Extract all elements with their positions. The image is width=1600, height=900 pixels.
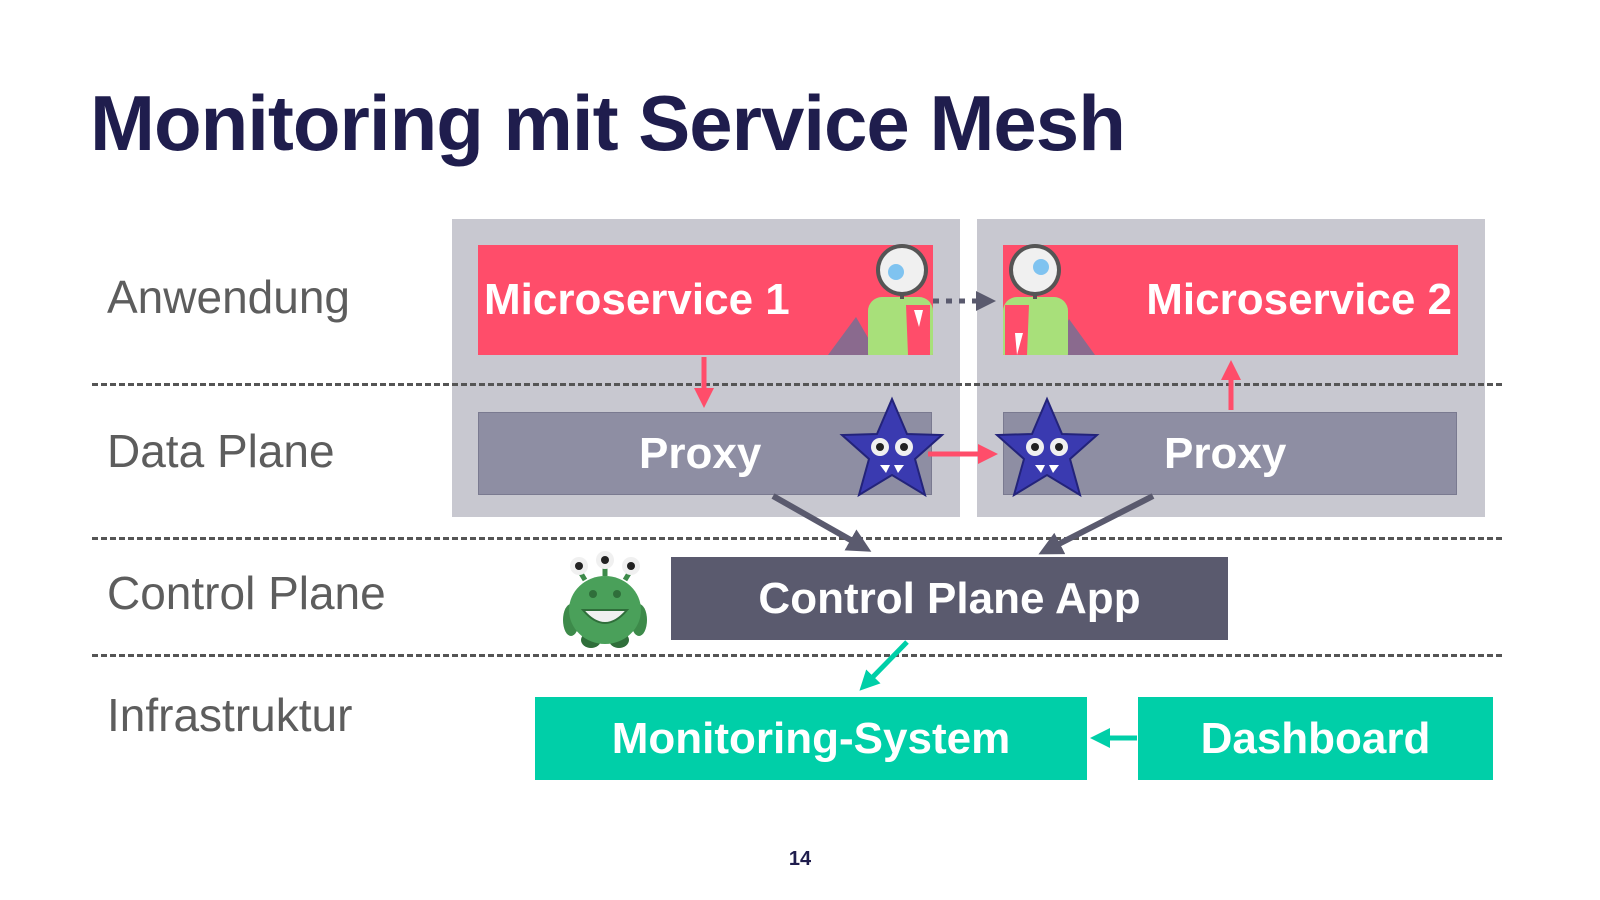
control-plane-app-label: Control Plane App: [758, 573, 1141, 623]
arrow-proxy2-to-control-plane: [1038, 493, 1155, 555]
proxy-1-label: Proxy: [639, 428, 762, 478]
dashboard-box: Dashboard: [1138, 697, 1493, 780]
microservice-1-label: Microservice 1: [484, 275, 790, 324]
one-eyed-monster-icon: [1003, 244, 1095, 355]
arrow-proxy1-to-control-plane: [771, 493, 872, 552]
one-eyed-monster-icon: [828, 244, 933, 355]
monitoring-system-box: Monitoring-System: [535, 697, 1087, 780]
layer-divider-3: [92, 654, 1502, 657]
monitoring-system-label: Monitoring-System: [611, 713, 1011, 763]
star-monster-icon: [994, 396, 1100, 498]
microservice-2-label: Microservice 2: [1146, 275, 1452, 324]
layer-divider-2: [92, 537, 1502, 540]
proxy-2-label: Proxy: [1164, 428, 1287, 478]
dashboard-label: Dashboard: [1200, 713, 1431, 763]
proxy-2-box: Proxy: [1003, 412, 1457, 495]
layer-divider-1: [92, 383, 1502, 386]
layer-label-application: Anwendung: [107, 271, 350, 323]
three-eyed-monster-icon: [563, 551, 647, 648]
star-monster-icon: [839, 396, 945, 498]
page-number: 14: [788, 848, 812, 870]
proxy-1-box: Proxy: [478, 412, 932, 495]
layer-label-data-plane: Data Plane: [107, 425, 335, 477]
arrow-control-plane-to-monitoring: [859, 640, 909, 691]
slide-title: Monitoring mit Service Mesh: [90, 79, 1126, 167]
layer-label-infrastructure: Infrastruktur: [107, 689, 353, 741]
control-plane-app-box: Control Plane App: [671, 557, 1228, 640]
layer-label-control-plane: Control Plane: [107, 567, 386, 619]
